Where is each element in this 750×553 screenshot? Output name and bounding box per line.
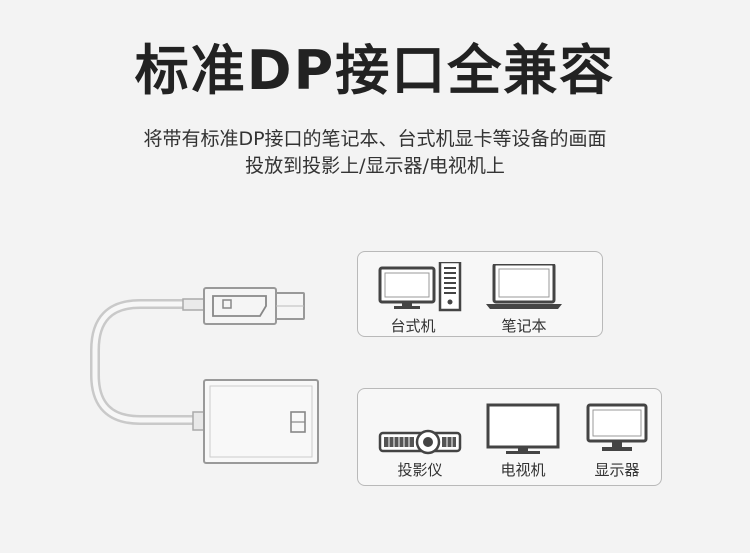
- monitor-icon: [586, 403, 648, 451]
- device-label-projector: 投影仪: [397, 461, 443, 479]
- device-projector: [378, 427, 462, 457]
- adapter-port-box-icon: [192, 379, 319, 464]
- description-line-1: 将带有标准DP接口的笔记本、台式机显卡等设备的画面: [143, 128, 607, 150]
- device-label-desktop: 台式机: [390, 317, 436, 335]
- projector-icon: [378, 429, 462, 455]
- device-label-laptop: 笔记本: [501, 317, 547, 335]
- device-laptop: [484, 264, 564, 310]
- display-devices-panel: 投影仪 电视机 显示器: [357, 388, 662, 486]
- adapter-cable: [90, 299, 205, 425]
- laptop-icon: [486, 264, 562, 309]
- device-label-monitor: 显示器: [594, 461, 640, 479]
- device-television: [486, 403, 560, 457]
- description: 将带有标准DP接口的笔记本、台式机显卡等设备的画面 投放到投影上/显示器/电视机…: [0, 126, 750, 180]
- television-icon: [486, 403, 560, 454]
- dp-plug-icon: [182, 287, 305, 325]
- device-monitor: [586, 403, 648, 457]
- desktop-computer-icon: [378, 262, 462, 312]
- page-title: 标准DP接口全兼容: [134, 39, 616, 102]
- description-line-2: 投放到投影上/显示器/电视机上: [245, 155, 505, 177]
- device-desktop: [378, 262, 468, 312]
- source-devices-panel: 台式机 笔记本: [357, 251, 603, 337]
- device-label-television: 电视机: [500, 461, 546, 479]
